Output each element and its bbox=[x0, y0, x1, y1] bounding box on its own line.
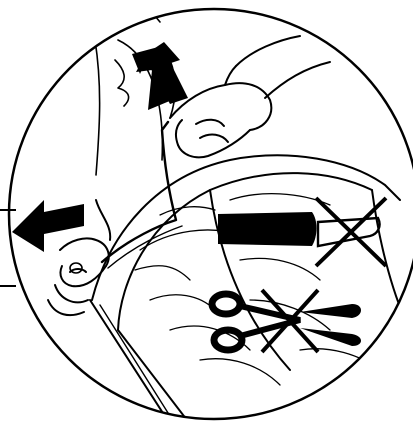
arrow-left-icon bbox=[12, 200, 84, 252]
no-knife-icon bbox=[218, 198, 386, 266]
arrow-up-icon bbox=[132, 42, 188, 110]
tear-strip bbox=[102, 122, 176, 262]
right-hand bbox=[170, 36, 330, 157]
no-scissors-icon bbox=[212, 290, 361, 352]
